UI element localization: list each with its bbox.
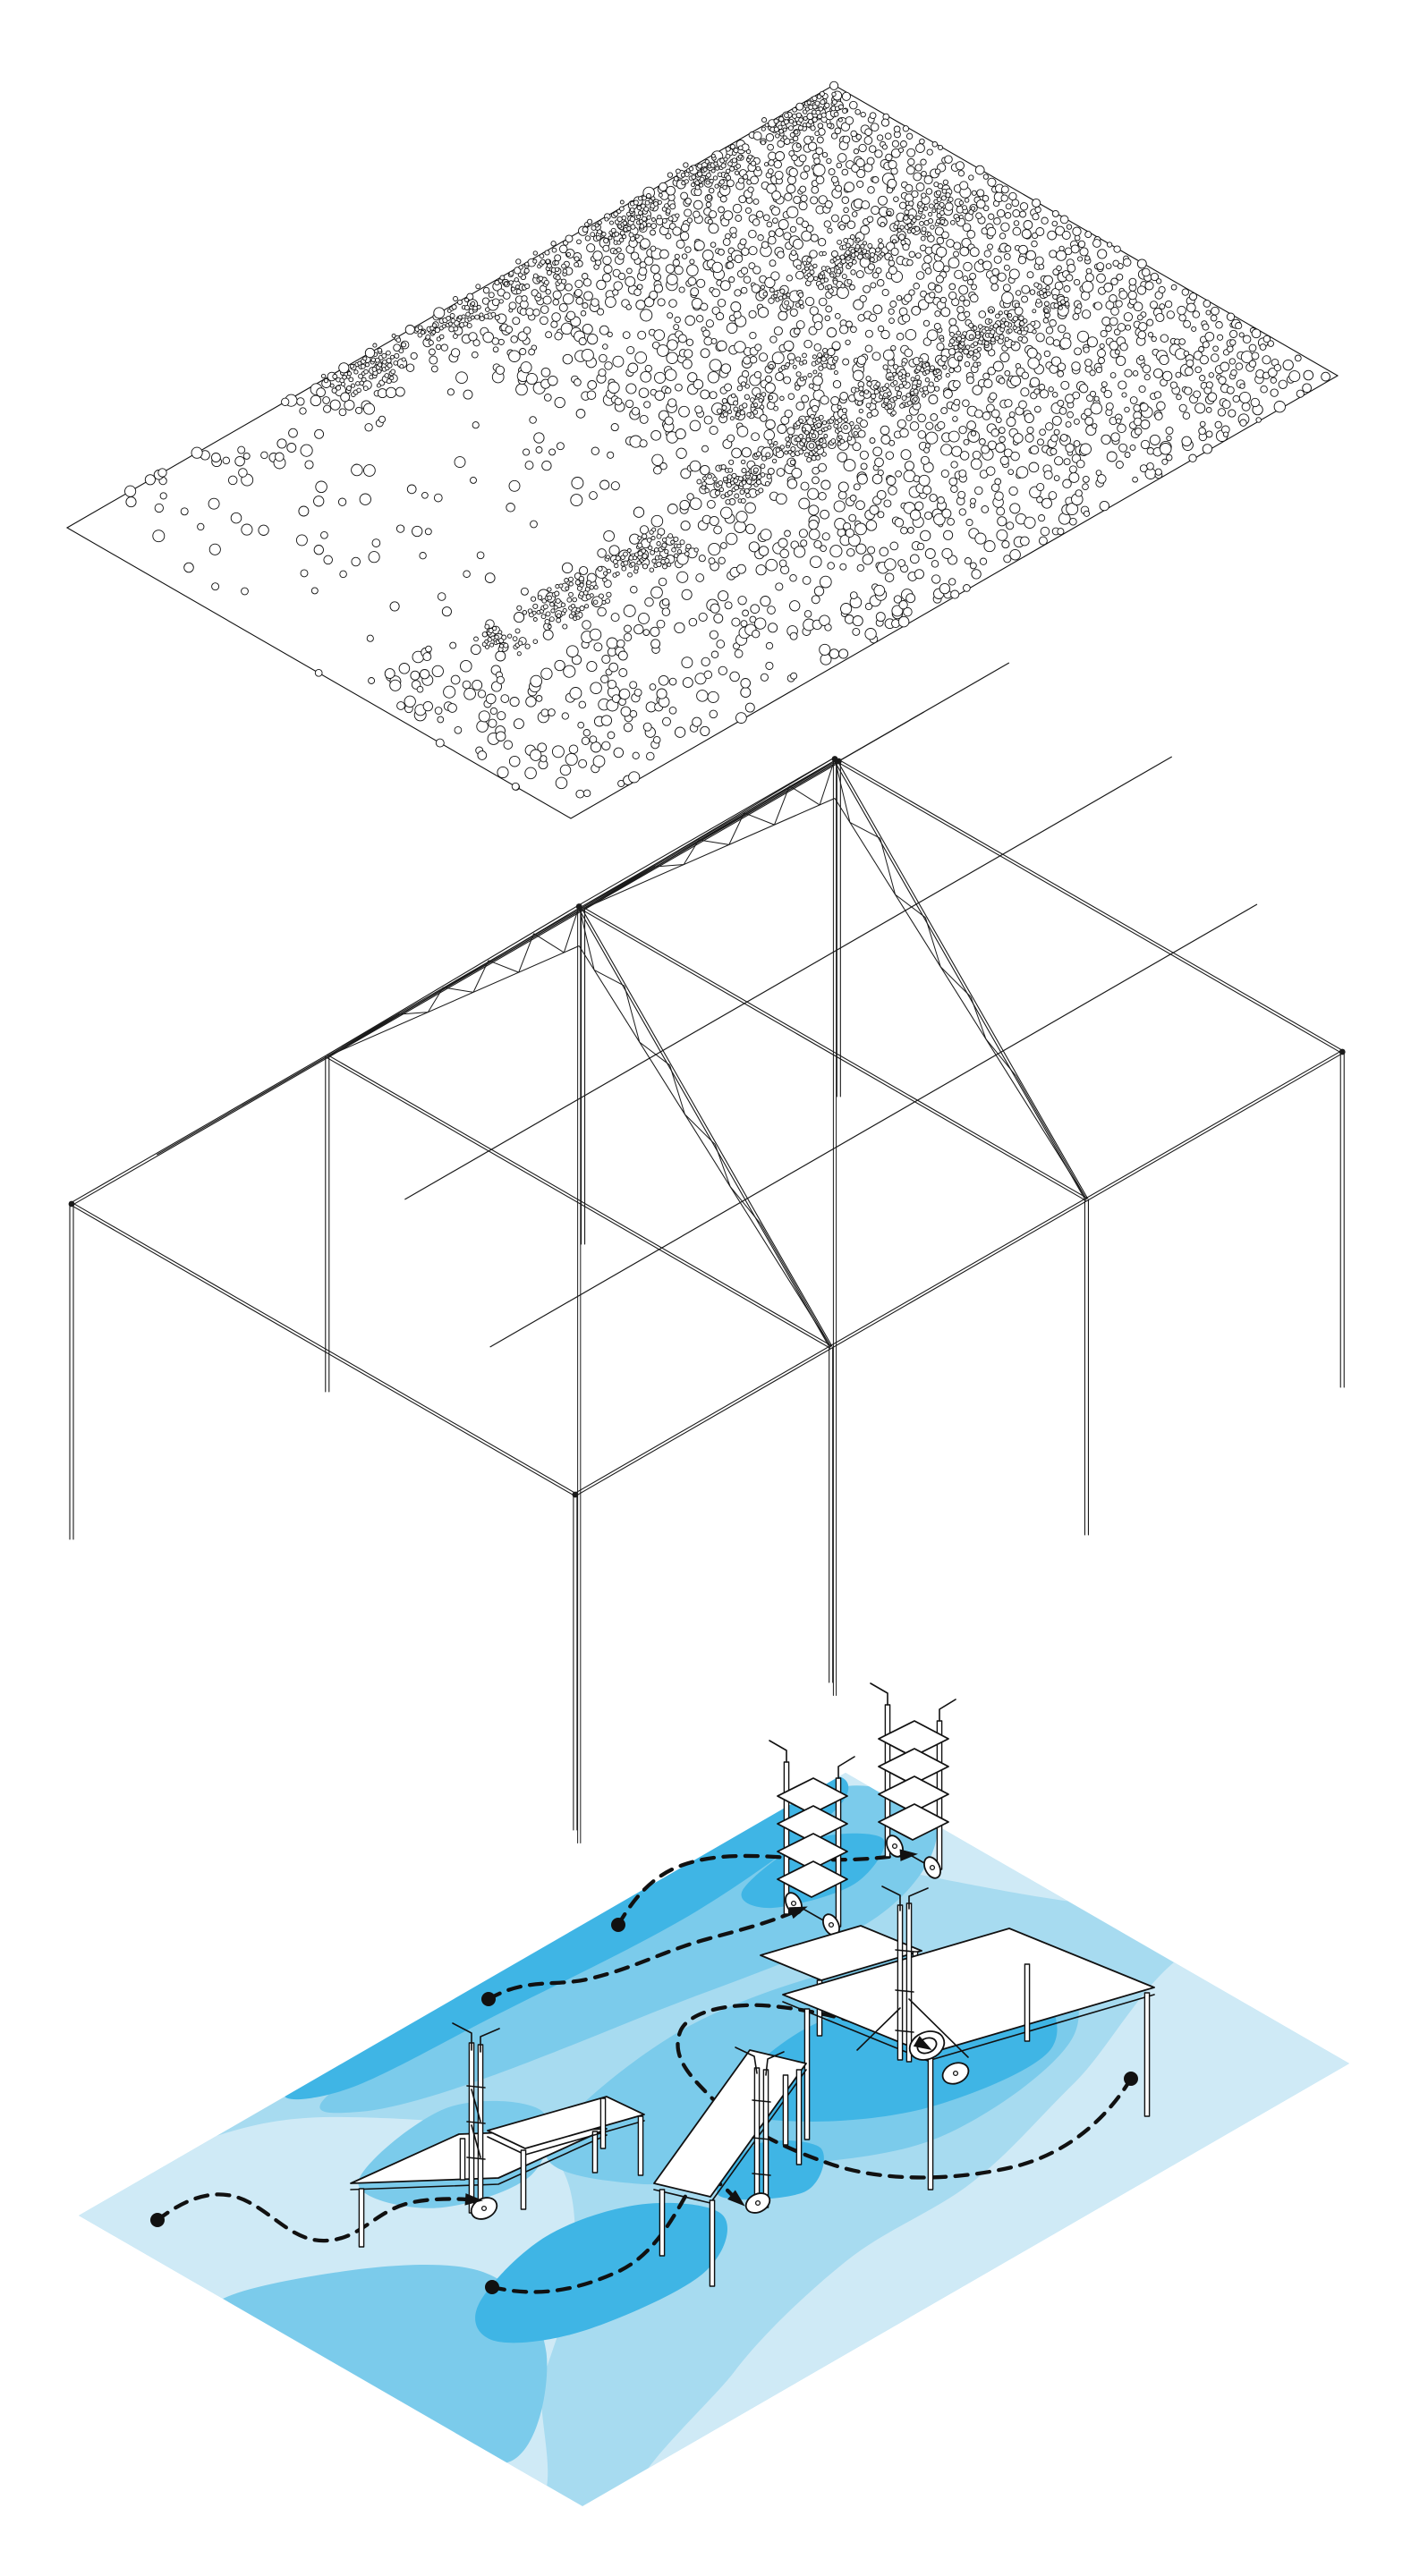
furniture-layer — [350, 1682, 1155, 2287]
path-arrowhead — [788, 1906, 808, 1919]
table-duo-right — [760, 1885, 1155, 2190]
flow-path-to-cart-right — [611, 1852, 905, 1932]
path-arrowhead — [727, 2190, 745, 2207]
dot-density-plane — [65, 80, 1339, 819]
path-start-dot — [485, 2280, 499, 2294]
flow-path-to-left-table — [150, 2192, 470, 2243]
path-start-dot — [1124, 2072, 1138, 2086]
flow-arrowheads — [464, 1849, 932, 2207]
path-start-dot — [481, 1992, 496, 2006]
path-start-dot — [611, 1918, 625, 1932]
structural-frame — [68, 662, 1346, 1843]
tilting-table — [653, 2046, 807, 2287]
path-arrowhead — [464, 2193, 483, 2206]
table-duo-left — [350, 2022, 645, 2248]
path-arrowhead — [899, 1849, 918, 1861]
path-start-dot — [150, 2213, 165, 2227]
shelf-cart-right — [870, 1682, 956, 1879]
flow-path-to-cart-left — [481, 1910, 795, 2006]
path-arrowhead — [913, 2036, 932, 2050]
